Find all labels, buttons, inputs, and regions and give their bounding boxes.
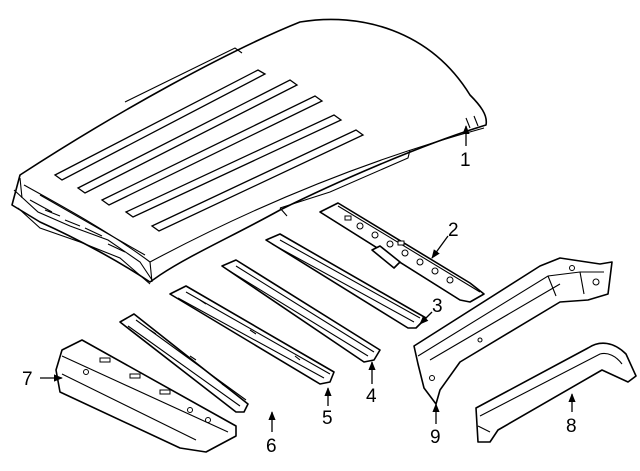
side-rail-assembly (413, 257, 613, 405)
leader-2 (431, 235, 449, 259)
callout-7: 7 (22, 369, 33, 390)
callout-4: 4 (366, 386, 377, 407)
callout-3: 3 (432, 296, 443, 317)
leader-lines (40, 125, 576, 432)
callout-labels: 1 2 3 4 5 6 7 8 9 (22, 150, 577, 457)
roof-bow-6 (119, 313, 249, 413)
callout-5: 5 (322, 408, 333, 429)
callout-8: 8 (566, 416, 577, 437)
leader-3 (419, 311, 433, 325)
roof-panel (11, 18, 488, 285)
callout-9: 9 (430, 427, 441, 448)
callout-1: 1 (460, 150, 471, 171)
callout-6: 6 (266, 436, 277, 457)
roof-bow-4 (221, 259, 381, 363)
rear-header (55, 339, 237, 453)
callout-2: 2 (448, 220, 459, 241)
roof-bow-5 (169, 285, 335, 385)
side-rail-trim (475, 342, 637, 443)
roof-bow-front (319, 202, 485, 303)
roof-bow-3 (265, 233, 427, 329)
